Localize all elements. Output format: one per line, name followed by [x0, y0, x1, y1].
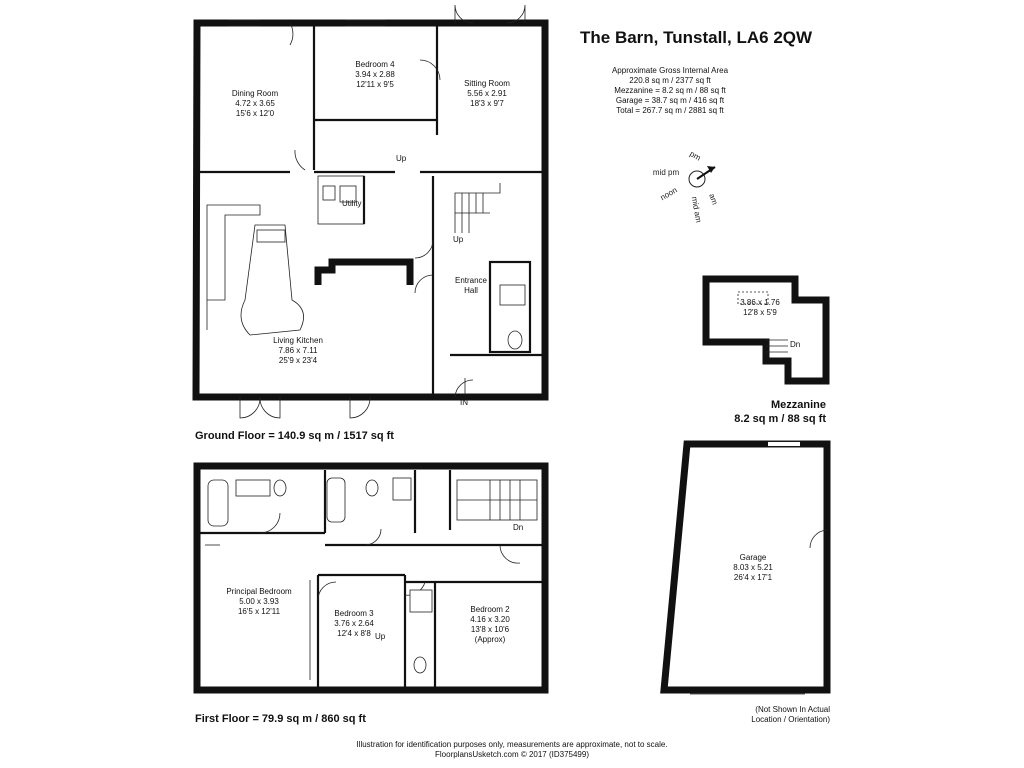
compass-label-am: am: [707, 192, 719, 206]
area-summary-line: Garage = 38.7 sq m / 416 sq ft: [615, 96, 725, 105]
room-size-imperial: 18'3 x 9'7: [470, 99, 504, 108]
mezzanine-caption-area: 8.2 sq m / 88 sq ft: [734, 413, 826, 425]
room-size-metric: 4.72 x 3.65: [235, 99, 275, 108]
room-name: Bedroom 4: [355, 60, 395, 69]
garage-note-line2: Location / Orientation): [751, 715, 830, 724]
disclaimer-line1: Illustration for identification purposes…: [356, 740, 668, 749]
ground-floor-plan: [192, 4, 549, 419]
room-name: Bedroom 3: [334, 609, 374, 618]
room-name: Bedroom 2: [470, 605, 510, 614]
compass-label-noon: noon: [659, 185, 679, 202]
room-size-metric: 3.86 x 1.76: [740, 298, 780, 307]
compass-label-pm: pm: [688, 149, 702, 163]
room-size-imperial: 12'11 x 9'5: [356, 80, 394, 89]
stair-up-marker: Up: [453, 235, 464, 244]
room-size-metric: 4.16 x 3.20: [470, 615, 510, 624]
compass-rose: pm mid pm noon am mid am: [653, 149, 720, 223]
stair-down-marker: Dn: [513, 523, 524, 532]
area-summary-line: Mezzanine = 8.2 sq m / 88 sq ft: [614, 86, 726, 95]
garage-orientation-note: (Not Shown In Actual Location / Orientat…: [720, 705, 830, 725]
room-name: Living Kitchen: [273, 336, 323, 345]
room-size-metric: 3.76 x 2.64: [334, 619, 374, 628]
room-name: Sitting Room: [464, 79, 510, 88]
ground-floor-caption: Ground Floor = 140.9 sq m / 1517 sq ft: [195, 430, 394, 442]
stair-up-marker: Up: [396, 154, 407, 163]
room-size-metric: 5.00 x 3.93: [239, 597, 279, 606]
room-name-line2: Hall: [464, 286, 478, 295]
stair-down-marker: Dn: [790, 340, 801, 349]
room-size-imperial: 26'4 x 17'1: [733, 573, 773, 582]
room-label-bedroom3: Bedroom 3 3.76 x 2.64 12'4 x 8'8: [324, 609, 384, 639]
mezzanine-caption: Mezzanine 8.2 sq m / 88 sq ft: [700, 398, 826, 426]
room-name-line1: Entrance: [454, 276, 488, 285]
mezzanine-dimensions: 3.86 x 1.76 12'8 x 5'9: [730, 298, 790, 318]
room-label-hall: Entrance Hall: [443, 276, 499, 296]
room-size-imperial: 16'5 x 12'11: [237, 607, 281, 616]
compass-label-mid-am: mid am: [690, 196, 703, 224]
disclaimer: Illustration for identification purposes…: [300, 740, 724, 760]
room-note: (Approx): [474, 635, 506, 644]
room-label-garage: Garage 8.03 x 5.21 26'4 x 17'1: [718, 553, 788, 583]
room-name: Dining Room: [231, 89, 279, 98]
mezzanine-plan: [702, 275, 830, 385]
room-size-metric: 7.86 x 7.11: [278, 346, 318, 355]
room-label-kitchen: Living Kitchen 7.86 x 7.11 25'9 x 23'4: [258, 336, 338, 366]
first-floor-plan: [193, 462, 549, 694]
room-size-metric: 3.94 x 2.88: [355, 70, 395, 79]
garage-plan: [660, 440, 831, 695]
garage-note-line1: (Not Shown In Actual: [755, 705, 830, 714]
area-summary-line: Total = 267.7 sq m / 2881 sq ft: [616, 106, 724, 115]
mezzanine-caption-title: Mezzanine: [770, 399, 826, 411]
area-summary: Approximate Gross Internal Area 220.8 sq…: [590, 66, 750, 116]
property-address: The Barn, Tunstall, LA6 2QW: [580, 28, 813, 47]
room-label-bedroom4: Bedroom 4 3.94 x 2.88 12'11 x 9'5: [335, 60, 415, 90]
first-floor-caption: First Floor = 79.9 sq m / 860 sq ft: [195, 713, 366, 725]
compass-label-mid-pm: mid pm: [653, 168, 680, 177]
room-size-metric: 5.56 x 2.91: [467, 89, 507, 98]
room-label-sitting: Sitting Room 5.56 x 2.91 18'3 x 9'7: [447, 79, 527, 109]
stair-up-marker: Up: [375, 632, 386, 641]
area-summary-heading: Approximate Gross Internal Area: [611, 66, 729, 75]
room-label-dining: Dining Room 4.72 x 3.65 15'6 x 12'0: [215, 89, 295, 119]
disclaimer-line2: FloorplansUsketch.com © 2017 (ID375499): [435, 750, 589, 759]
room-size-imperial: 13'8 x 10'6: [470, 625, 510, 634]
room-label-utility: Utility: [342, 199, 362, 208]
entrance-marker: IN: [460, 398, 468, 407]
room-size-imperial: 25'9 x 23'4: [278, 356, 318, 365]
room-label-bedroom2: Bedroom 2 4.16 x 3.20 13'8 x 10'6 (Appro…: [455, 605, 525, 645]
room-name: Garage: [739, 553, 767, 562]
room-size-metric: 8.03 x 5.21: [733, 563, 773, 572]
room-size-imperial: 12'4 x 8'8: [337, 629, 371, 638]
room-size-imperial: 12'8 x 5'9: [743, 308, 777, 317]
room-size-imperial: 15'6 x 12'0: [235, 109, 275, 118]
room-label-principal: Principal Bedroom 5.00 x 3.93 16'5 x 12'…: [214, 587, 304, 617]
room-name: Principal Bedroom: [226, 587, 292, 596]
area-summary-line: 220.8 sq m / 2377 sq ft: [629, 76, 711, 85]
